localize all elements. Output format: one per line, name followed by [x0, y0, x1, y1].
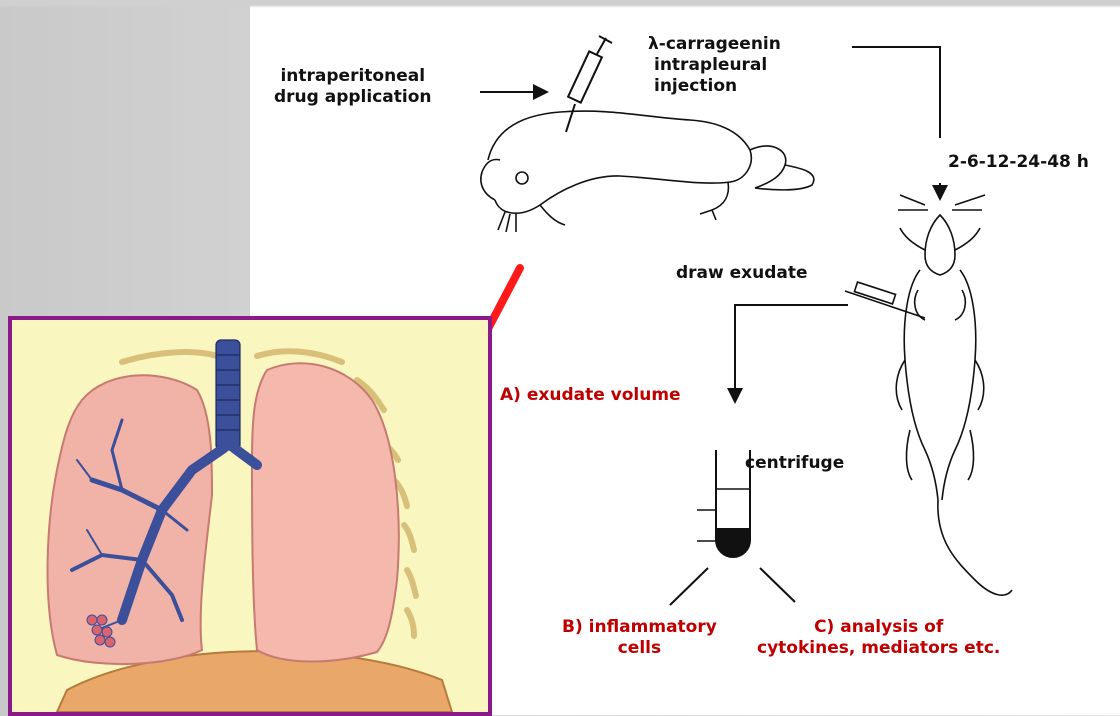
inflammatory-cells-line-2: cells [562, 638, 717, 659]
analysis-line-2: cytokines, mediators etc. [757, 638, 1000, 659]
split-line-right [760, 568, 795, 602]
needle-icon [845, 282, 925, 318]
draw-exudate-label: draw exudate [676, 263, 808, 284]
inflammatory-cells-line-1: B) inflammatory [562, 617, 717, 638]
centrifuge-tube-icon [697, 450, 750, 557]
drug-application-label: intraperitoneal drug application [274, 66, 432, 108]
analysis-line-1: C) analysis of [757, 617, 1000, 638]
drug-application-line-1: intraperitoneal [274, 66, 432, 87]
rat-upright-icon [896, 195, 1012, 595]
inflammatory-cells-label: B) inflammatory cells [562, 617, 717, 659]
lung-illustration [12, 320, 488, 712]
exudate-flow-line [735, 305, 848, 400]
carrageenin-line-1: λ-carrageenin [648, 34, 781, 55]
analysis-label: C) analysis of cytokines, mediators etc. [757, 617, 1000, 659]
lung-illustration-panel [8, 316, 492, 716]
right-lung [252, 363, 399, 661]
carrageenin-line-2: intrapleural [648, 55, 781, 76]
centrifuge-label: centrifuge [745, 453, 844, 474]
timepoint-connector [852, 47, 940, 138]
carrageenin-label: λ-carrageenin intrapleural injection [648, 34, 781, 97]
rodent-lying-icon [481, 111, 814, 232]
drug-application-line-2: drug application [274, 87, 432, 108]
split-line-left [670, 568, 708, 605]
syringe-icon [566, 36, 612, 132]
timepoints-label: 2-6-12-24-48 h [948, 152, 1089, 173]
trachea [216, 340, 240, 450]
carrageenin-line-3: injection [648, 76, 781, 97]
left-lung [48, 375, 212, 664]
exudate-volume-label: A) exudate volume [500, 385, 681, 406]
